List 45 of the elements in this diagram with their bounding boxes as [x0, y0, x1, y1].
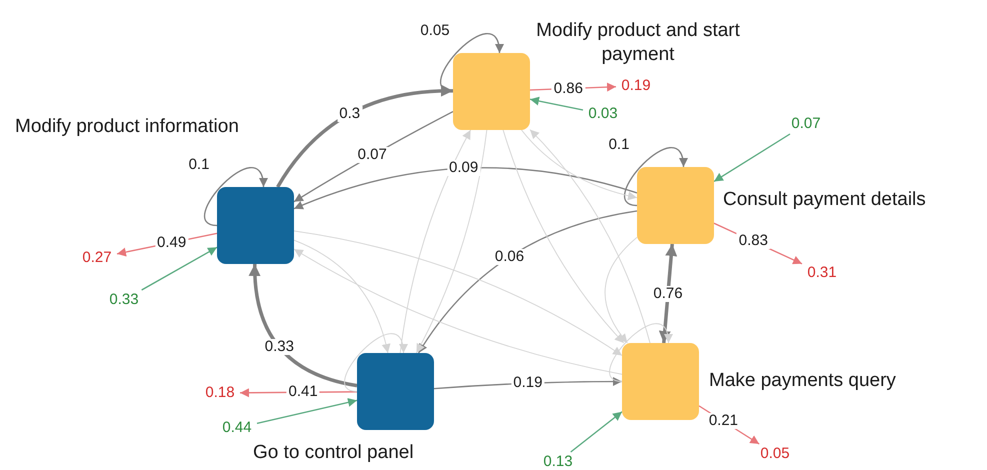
arrow — [530, 129, 650, 344]
activity-name: Modify product and start payment — [535, 19, 741, 67]
arrow — [344, 333, 407, 392]
arrow — [249, 264, 358, 388]
arrow — [256, 398, 358, 424]
frequency-value: 0.05 — [755, 445, 795, 463]
arrow — [204, 167, 267, 226]
arrow — [400, 130, 472, 354]
activity-name: Go to control panel — [253, 441, 415, 465]
edge-label: 0.83 — [736, 233, 770, 250]
edge-label: 0.07 — [356, 147, 389, 164]
edge-label: 0.09 — [447, 160, 480, 176]
frequency-value: 0.07 — [786, 115, 826, 133]
arrow — [141, 246, 218, 291]
arrow — [604, 236, 638, 344]
edge-label: 0.3 — [337, 106, 362, 122]
frequency-value: 0.03 — [583, 105, 623, 123]
activity-name: Make payments query — [709, 369, 897, 393]
frequency-value: 0.19 — [616, 77, 656, 95]
edge-label: 0.21 — [706, 413, 740, 430]
arrow — [294, 240, 390, 354]
arrow — [714, 133, 790, 182]
arrow — [570, 411, 622, 453]
arrow — [294, 230, 622, 356]
arrow — [294, 248, 622, 375]
frequency-value: 0.27 — [77, 249, 117, 267]
edge-label: 0.33 — [262, 339, 296, 356]
frequency-value: 0.33 — [104, 291, 144, 309]
arrow — [416, 130, 488, 354]
edge-label: 0.76 — [651, 286, 685, 302]
edge-label: 0.06 — [492, 248, 526, 265]
arrow — [658, 244, 678, 344]
frequency-value: 0.44 — [217, 419, 257, 437]
activity-name: Modify product information — [15, 115, 240, 139]
arrow — [530, 96, 584, 111]
arrow — [609, 323, 672, 382]
arrow — [418, 210, 638, 354]
arrow — [294, 167, 638, 210]
arrow — [624, 147, 687, 206]
arrow — [502, 130, 624, 344]
frequency-value: 0.31 — [802, 264, 842, 282]
frequency-value: 0.13 — [538, 453, 578, 470]
activity-name: Consult payment details — [723, 188, 927, 212]
arrow — [521, 130, 638, 200]
frequency-value: 0.18 — [200, 384, 240, 402]
